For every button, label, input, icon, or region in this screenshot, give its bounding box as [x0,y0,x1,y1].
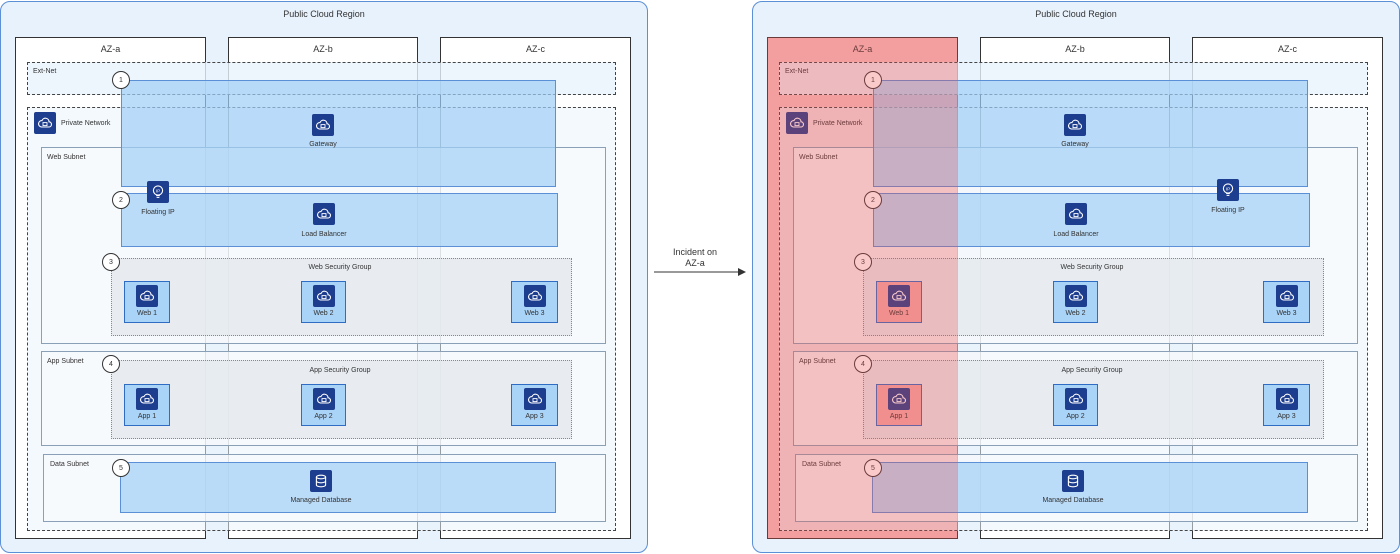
after-app-instance-2-label: App 2 [1066,413,1085,420]
after-az-label-0: AZ-a [852,44,873,54]
after-web-sg-label: Web Security Group [1060,264,1124,271]
after-ext-net-label: Ext-Net [785,68,809,75]
after-gateway-icon [1064,114,1086,136]
svg-text:IP: IP [1226,186,1230,191]
before-app-instance-1-icon [136,388,158,410]
after-az-a-failure-overlay [767,37,958,539]
step-number-1: 1 [112,71,130,89]
after-managed-database-box [872,462,1308,513]
after-load-balancer-label: Load Balancer [1053,231,1099,238]
after-managed-database-label: Managed Database [1042,497,1104,504]
before-app-instance-3-label: App 3 [525,413,544,420]
after-app-instance-3-label: App 3 [1277,413,1296,420]
after-private-network-icon [786,112,808,134]
before-az-label-0: AZ-a [100,44,121,54]
after-web-instance-2-icon [1064,285,1087,307]
after-gateway-label: Gateway [1061,141,1089,148]
before-app-instance-1-label: App 1 [137,413,157,420]
before-az-label-2: AZ-c [526,44,545,54]
before-gateway-label: Gateway [309,141,337,148]
after-load-balancer-icon [1065,203,1087,225]
after-web-instance-1-icon [888,285,910,307]
step-number-5: 5 [864,459,882,477]
before-gateway-box [121,80,556,187]
before-managed-database-icon [310,470,332,492]
after-web-instance-3-icon [1275,285,1298,307]
step-number-2: 2 [864,191,882,209]
incident-label-line2: AZ-a [685,258,705,268]
after-region-title: Public Cloud Region [1035,9,1117,19]
before-data-subnet-label: Data Subnet [50,461,89,468]
before-managed-database-label: Managed Database [290,497,352,504]
before-app-instance-2-icon [312,388,335,410]
before-app-instance-2-label: App 2 [314,413,333,420]
before-private-network-label: Private Network [61,120,111,127]
before-web-instance-1-label: Web 1 [136,310,158,317]
before-private-network-icon [34,112,56,134]
before-app-instance-3-icon [523,388,546,410]
after-app-instance-2-icon [1064,388,1087,410]
before-web-instance-2-label: Web 2 [313,310,334,317]
after-web-instance-3-label: Web 3 [1276,310,1297,317]
step-number-2: 2 [112,191,130,209]
before-web-instance-3-icon [523,285,546,307]
step-number-4: 4 [854,355,872,373]
after-app-subnet-label: App Subnet [799,358,836,365]
after-app-instance-3-icon [1275,388,1298,410]
after-app-instance-1-icon [888,388,910,410]
after-web-instance-1-label: Web 1 [888,310,910,317]
before-web-subnet-label: Web Subnet [47,154,86,161]
step-number-3: 3 [854,253,872,271]
before-load-balancer-icon [313,203,335,225]
before-floating-ip-label: Floating IP [141,209,175,216]
incident-label: Incident on AZ-a [650,247,740,269]
before-app-sg-label: App Security Group [309,367,371,374]
before-app-subnet-label: App Subnet [47,358,84,365]
before-floating-ip-icon: IP [147,181,169,203]
step-number-4: 4 [102,355,120,373]
after-data-subnet-label: Data Subnet [802,461,841,468]
after-az-label-1: AZ-b [1065,44,1085,54]
incident-arrow [654,268,746,276]
after-private-network-label: Private Network [813,120,863,127]
after-app-sg-label: App Security Group [1061,367,1123,374]
before-az-label-1: AZ-b [313,44,333,54]
before-web-sg-label: Web Security Group [308,264,372,271]
before-ext-net-label: Ext-Net [33,68,57,75]
before-managed-database-box [120,462,556,513]
after-gateway-box [873,80,1308,187]
before-region-title: Public Cloud Region [283,9,365,19]
incident-label-line1: Incident on [672,247,718,257]
before-web-instance-3-label: Web 3 [524,310,545,317]
before-web-instance-2-icon [312,285,335,307]
after-web-subnet-label: Web Subnet [799,154,838,161]
after-floating-ip-label: Floating IP [1211,207,1245,214]
after-managed-database-icon [1062,470,1084,492]
step-number-3: 3 [102,253,120,271]
before-gateway-icon [312,114,334,136]
before-load-balancer-label: Load Balancer [301,231,347,238]
after-app-instance-1-label: App 1 [889,413,909,420]
after-web-instance-2-label: Web 2 [1065,310,1086,317]
svg-text:IP: IP [156,188,160,193]
step-number-5: 5 [112,459,130,477]
before-web-instance-1-icon [136,285,158,307]
after-az-label-2: AZ-c [1278,44,1297,54]
before-load-balancer-box [121,193,558,247]
after-load-balancer-box [873,193,1310,247]
step-number-1: 1 [864,71,882,89]
after-floating-ip-icon: IP [1217,179,1239,201]
